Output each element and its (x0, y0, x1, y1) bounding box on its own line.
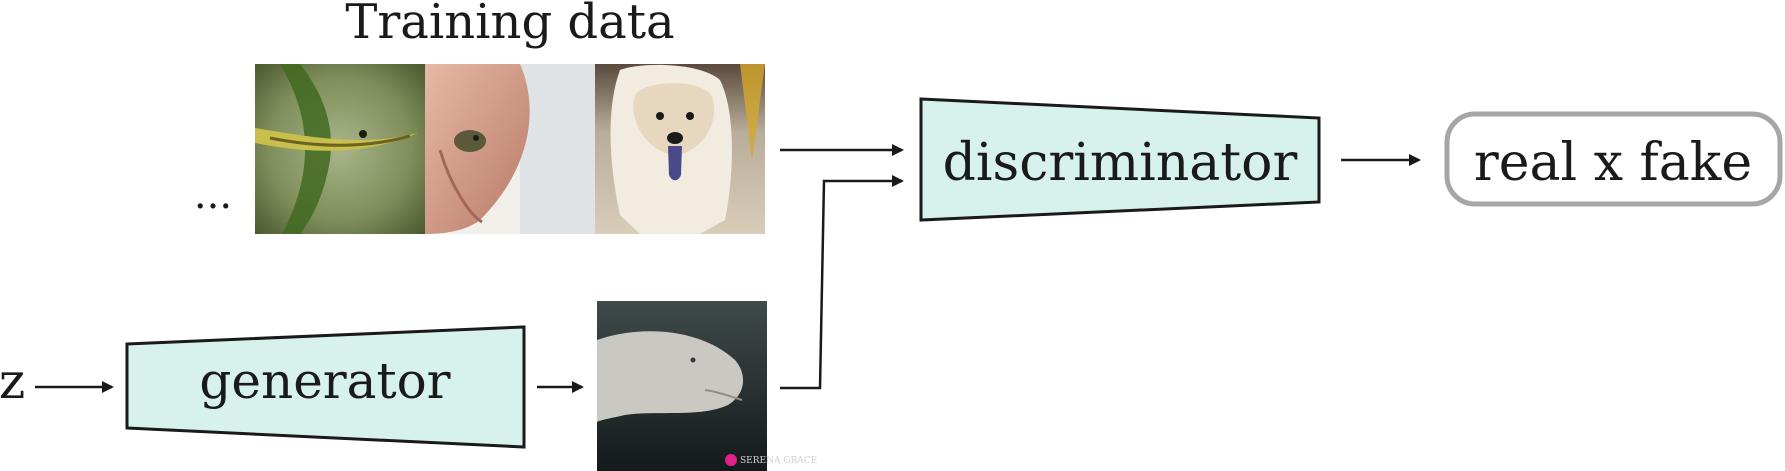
output-label: real x fake (1474, 133, 1752, 193)
training-data-title: Training data (345, 0, 674, 50)
output-block: real x fake (1444, 111, 1783, 207)
discriminator-trapezoid (919, 97, 1321, 222)
output-box (1444, 111, 1783, 207)
generated-image: SERENA GRACE (597, 301, 817, 471)
generator-block: generator (125, 325, 526, 449)
training-images (255, 64, 765, 234)
discriminator-block: discriminator (919, 97, 1321, 222)
generator-trapezoid (125, 325, 526, 449)
arrows (35, 144, 1421, 393)
arrow-generated-to-discriminator (780, 175, 904, 390)
dog-photo (595, 64, 765, 234)
generator-label: generator (199, 352, 450, 410)
discriminator-label: discriminator (943, 133, 1298, 193)
watermark-label: SERENA GRACE (740, 456, 817, 466)
ellipsis-label: ... (194, 172, 232, 218)
hand-photo (425, 64, 595, 234)
noise-label: z (0, 352, 25, 410)
snake-photo (255, 64, 425, 234)
